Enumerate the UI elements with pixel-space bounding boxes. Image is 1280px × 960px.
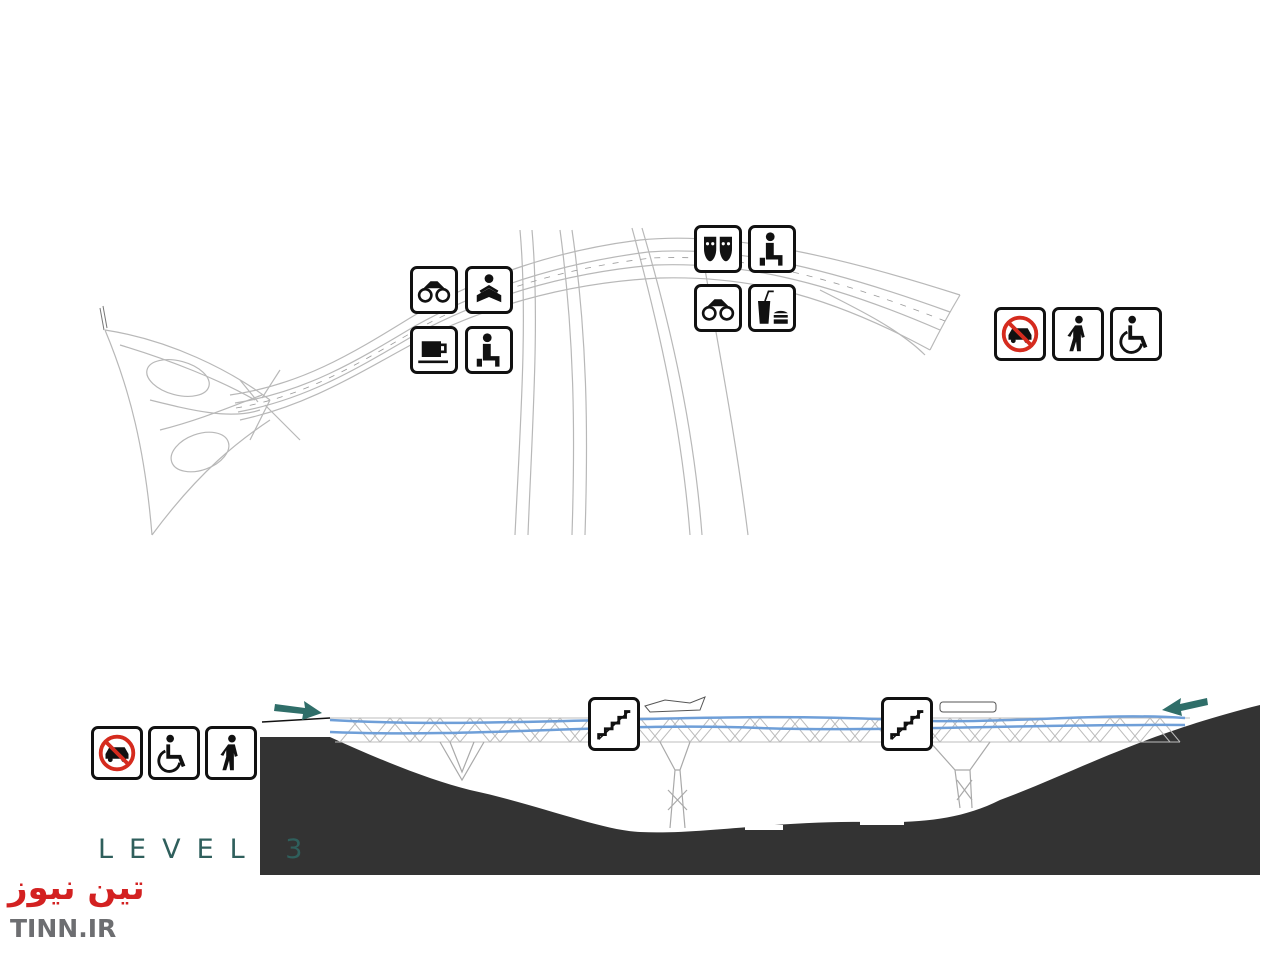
stairs-icon	[588, 697, 640, 751]
bridge-section-drawing	[260, 696, 1260, 875]
right-entry-arrow	[1162, 698, 1208, 716]
watermark-latin: TINN.IR	[10, 914, 117, 943]
ground-terrain	[260, 705, 1260, 875]
reading-icon	[465, 266, 513, 314]
no-car-icon	[91, 726, 143, 780]
theater-masks-icon	[694, 225, 742, 273]
wheelchair-icon	[148, 726, 200, 780]
pedestrian-icon	[205, 726, 257, 780]
fast-food-icon	[748, 284, 796, 332]
no-car-icon	[994, 307, 1046, 361]
binoculars-icon	[410, 266, 458, 314]
wheelchair-icon	[1110, 307, 1162, 361]
bridge-plan-drawing	[99, 227, 961, 536]
left-entry-arrow	[274, 701, 322, 720]
seated-person-icon	[748, 225, 796, 273]
seated-person-icon	[465, 326, 513, 374]
level-label: LEVEL 3	[98, 834, 319, 865]
binoculars-icon	[694, 284, 742, 332]
coffee-cup-icon	[410, 326, 458, 374]
stairs-icon	[881, 697, 933, 751]
pedestrian-icon	[1052, 307, 1104, 361]
watermark-persian: تین نیوز	[8, 868, 145, 908]
